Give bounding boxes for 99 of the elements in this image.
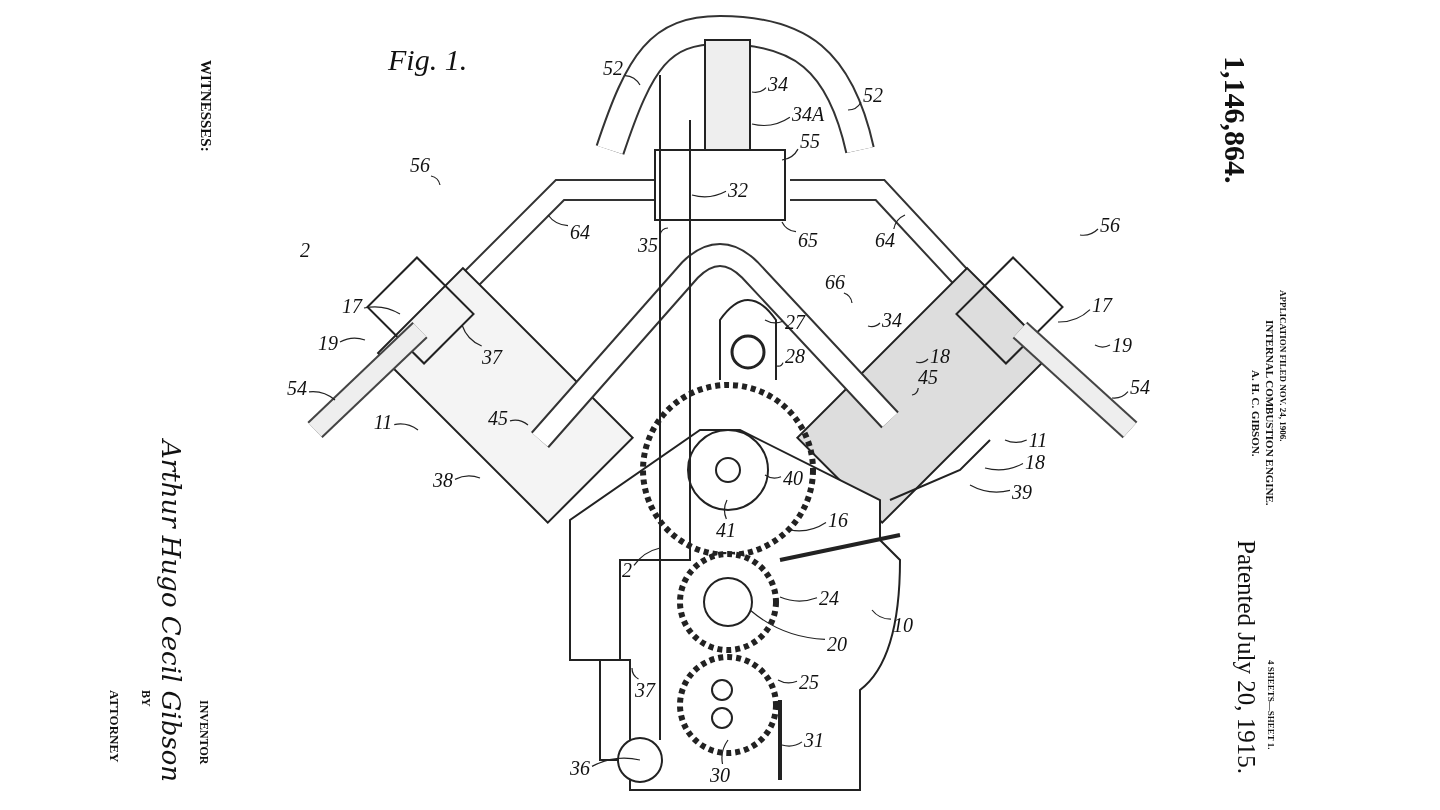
callout-number: 18 xyxy=(1025,452,1045,472)
leader-line xyxy=(659,227,669,236)
leader-line xyxy=(624,74,641,86)
callout-number: 64 xyxy=(570,222,590,242)
leader-line xyxy=(776,362,784,367)
leader-line xyxy=(893,214,906,230)
leader-line xyxy=(1004,439,1028,444)
leader-line xyxy=(751,87,767,93)
leader-line xyxy=(631,667,640,680)
leader-line xyxy=(777,679,798,684)
leader-line xyxy=(547,214,569,227)
callout-number: 36 xyxy=(570,758,590,778)
leader-line xyxy=(751,116,791,127)
callout-number: 19 xyxy=(1112,335,1132,355)
callout-number: 32 xyxy=(728,180,748,200)
callout-number: 40 xyxy=(783,468,803,488)
leader-line xyxy=(721,739,729,765)
leader-line xyxy=(591,757,641,767)
leader-line xyxy=(1079,228,1099,236)
callout-number: 31 xyxy=(804,730,824,750)
callout-number: 20 xyxy=(827,634,847,654)
leader-line xyxy=(847,101,862,111)
callout-number: 64 xyxy=(875,230,895,250)
leader-line xyxy=(1094,344,1111,348)
callout-number: 25 xyxy=(799,672,819,692)
leader-line xyxy=(363,306,401,315)
patent-date: Patented July 20, 1915. xyxy=(1234,540,1259,774)
callout-number: 17 xyxy=(1092,295,1112,315)
leader-line xyxy=(509,419,529,426)
callout-number: 30 xyxy=(710,765,730,785)
leader-line xyxy=(308,390,336,401)
leader-line xyxy=(749,609,826,640)
leader-line xyxy=(1057,309,1091,323)
figure-title: Fig. 1. xyxy=(388,44,468,76)
leader-line xyxy=(461,324,483,347)
leader-line xyxy=(1111,391,1129,399)
callout-number: 11 xyxy=(1028,430,1048,450)
leader-line xyxy=(781,148,799,161)
leader-line xyxy=(430,175,441,186)
callout-number: 54 xyxy=(1130,377,1150,397)
leader-line xyxy=(984,462,1024,471)
inventor-name: A. H. C. GIBSON. xyxy=(1250,370,1261,457)
leader-line xyxy=(871,609,892,620)
callout-number: 54 xyxy=(287,378,307,398)
leader-line xyxy=(911,387,919,396)
callout-number: 2 xyxy=(622,560,632,580)
signature-caption: INVENTOR xyxy=(198,700,210,765)
callout-number: 56 xyxy=(410,155,430,175)
leader-line xyxy=(969,484,1011,493)
callout-number: 16 xyxy=(828,510,848,530)
callout-number: 66 xyxy=(825,272,845,292)
callout-number: 18 xyxy=(930,346,950,366)
callout-number: 41 xyxy=(716,520,736,540)
leader-line xyxy=(633,547,661,566)
leader-line xyxy=(723,499,728,520)
leader-line xyxy=(915,358,929,364)
callout-number: 19 xyxy=(318,333,338,353)
signature-caption: ATTORNEY xyxy=(108,690,121,763)
leader-line xyxy=(781,741,803,747)
callout-number: 27 xyxy=(785,312,805,332)
callout-number: 55 xyxy=(800,131,820,151)
leader-line xyxy=(789,521,827,532)
callout-number: 35 xyxy=(638,235,658,255)
callout-number: 45 xyxy=(918,367,938,387)
callout-number: 17 xyxy=(342,296,362,316)
inventor-signature: Arthur Hugo Cecil Gibson xyxy=(158,440,184,783)
callout-number: 65 xyxy=(798,230,818,250)
leader-line xyxy=(843,292,853,304)
callout-number: 28 xyxy=(785,346,805,366)
callout-number: 37 xyxy=(635,680,655,700)
callout-number: 38 xyxy=(433,470,453,490)
leader-line xyxy=(393,423,419,431)
callout-number: 24 xyxy=(819,588,839,608)
leader-line xyxy=(867,322,881,328)
sheet-number: 4 SHEETS—SHEET 1. xyxy=(1266,660,1275,750)
leader-line xyxy=(781,221,797,233)
callout-number: 56 xyxy=(1100,215,1120,235)
leader-line xyxy=(779,596,818,602)
leader-line xyxy=(691,190,727,198)
signature-caption: BY xyxy=(140,690,152,707)
leader-line xyxy=(764,474,782,479)
callout-number: 10 xyxy=(893,615,913,635)
callout-number: 34 xyxy=(768,74,788,94)
callout-number: 37 xyxy=(482,347,502,367)
patent-title: INTERNAL COMBUSTION ENGINE. xyxy=(1264,320,1275,506)
patent-number: 1,146,864. xyxy=(1220,56,1250,184)
callout-number: 34 xyxy=(882,310,902,330)
leader-line xyxy=(339,337,366,343)
callout-number: 52 xyxy=(863,85,883,105)
callout-number: 39 xyxy=(1012,482,1032,502)
section-mark: 2 xyxy=(300,240,310,260)
leader-line xyxy=(764,319,784,324)
filing-date: APPLICATION FILED NOV. 24, 1906. xyxy=(1278,290,1287,442)
signature-heading: WITNESSES: xyxy=(198,60,213,152)
callout-number: 11 xyxy=(373,412,393,432)
callout-number: 45 xyxy=(488,408,508,428)
leader-line xyxy=(454,475,481,480)
callout-number: 52 xyxy=(603,58,623,78)
callout-number: 34A xyxy=(791,104,825,124)
